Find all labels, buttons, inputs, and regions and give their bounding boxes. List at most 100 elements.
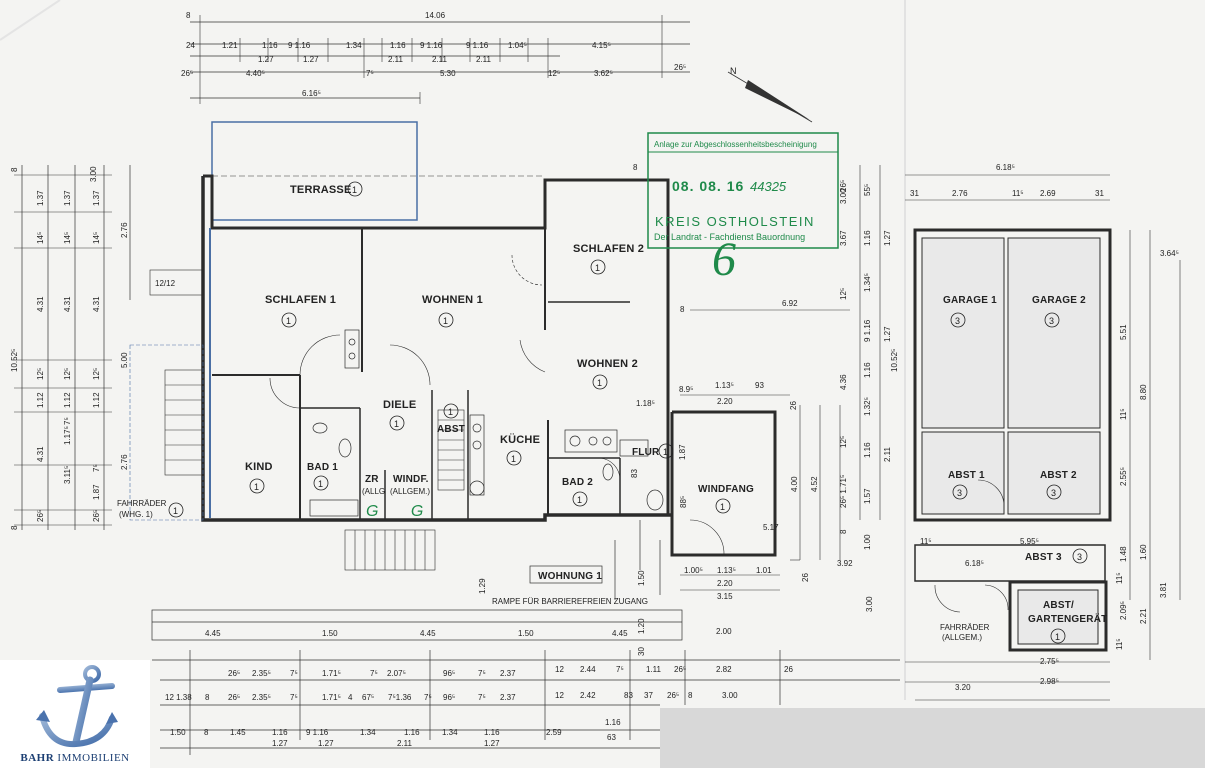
dim-text: 7⁵ — [290, 693, 298, 702]
dim-text: 2.76 — [120, 454, 129, 470]
dim-text: 1.50 — [518, 629, 534, 638]
dim-text: 7⁵ — [63, 417, 72, 425]
dim-text: 83 — [624, 691, 633, 700]
room-no-circle — [249, 478, 265, 494]
dim-text: 4 — [348, 693, 353, 702]
abst2-name: ABST 2 — [1040, 470, 1077, 481]
dim-text: 37 — [644, 691, 653, 700]
room-no-circle — [389, 415, 405, 431]
stamp-date: 08. 08. 16 — [672, 178, 744, 194]
dim-text: 83 — [630, 469, 639, 478]
dim-text: 1.18⁵ — [636, 399, 655, 408]
dim-text: 2.42 — [580, 691, 596, 700]
room-labels: TERRASSE 1 SCHLAFEN 1 1 WOHNEN 1 1 SCHLA… — [117, 181, 1107, 644]
left-dimensions: 3.00 1.37 1.37 1.37 14⁵ 14⁵ 14⁵ 2.76 4.3… — [10, 166, 129, 530]
dim-text: 2.37 — [500, 693, 516, 702]
room-no-circle — [1044, 312, 1060, 328]
dim-text: 4.45 — [205, 629, 221, 638]
dim-text: 3.92 — [837, 559, 853, 568]
dim-text: 5.30 — [440, 69, 456, 78]
dim-text: 14.06 — [425, 11, 446, 20]
dim-text: 1.87 — [678, 444, 687, 460]
dim-text: 1.16 — [390, 41, 406, 50]
dim-text: 8.80 — [1139, 384, 1148, 400]
ramp-and-bottom-lines — [151, 520, 900, 755]
dim-text: 4.31 — [63, 296, 72, 312]
logo-text: BAHR IMMOBILIEN — [0, 752, 150, 764]
dim-text: 26⁵ — [228, 693, 240, 702]
dim-text: 1.16 — [863, 442, 872, 458]
dim-text: 2.11 — [397, 739, 413, 748]
dim-text: 1.16 — [863, 362, 872, 378]
dim-text: 26 — [801, 573, 810, 582]
dim-text: 1.27 — [258, 55, 274, 64]
north-label: N — [730, 66, 737, 76]
dim-text: 14⁵ — [92, 232, 101, 244]
abst3-name: ABST 3 — [1025, 552, 1062, 563]
dim-text: 3.11⁵ — [63, 466, 72, 484]
handwritten-marks: G G — [366, 503, 437, 520]
dim-text: 2.21 — [1139, 608, 1148, 624]
windfang-no: 1 — [720, 502, 725, 512]
dim-text: 8 — [186, 11, 191, 20]
dim-text: 5.51 — [1119, 324, 1128, 340]
bad2-name: BAD 2 — [562, 477, 593, 488]
dim-text: 67⁵ — [362, 693, 374, 702]
room-no-circle — [168, 502, 184, 518]
diele-no: 1 — [394, 419, 399, 429]
dim-text: 8 — [839, 529, 848, 534]
dim-text: 1.34⁵ — [863, 273, 872, 292]
room-no-circle — [950, 312, 966, 328]
dim-text: 1.16 — [863, 230, 872, 246]
dim-text: 7⁵ — [478, 669, 486, 678]
dim-text: 26⁵ — [228, 669, 240, 678]
zr-name: ZR — [365, 474, 379, 485]
paper-curl — [0, 0, 61, 41]
dim-text: 7⁵ — [424, 693, 432, 702]
dim-text: 8 — [688, 691, 693, 700]
bottom-dimensions: 4.45 1.50 4.45 1.50 4.45 26⁵ 2.35⁵ 7⁵ 1.… — [165, 629, 793, 748]
dim-text: 1.45 — [230, 728, 246, 737]
dim-text: 63 — [607, 733, 616, 742]
dim-text: 14⁵ — [36, 232, 45, 244]
dim-text: 5.00 — [120, 352, 129, 368]
dim-text: 1.34 — [442, 728, 458, 737]
garage1-name: GARAGE 1 — [943, 295, 997, 306]
dim-text: 1.16 — [404, 728, 420, 737]
room-no-circle — [592, 374, 608, 390]
dim-text: 2.11 — [476, 55, 492, 64]
dim-text: 1.50 — [637, 570, 646, 586]
dim-text: 8 — [10, 167, 19, 172]
dim-text: 31 — [910, 189, 919, 198]
wohnung-label: WOHNUNG 1 — [538, 571, 602, 582]
schlafen1-no: 1 — [286, 316, 291, 326]
wohnung-right-dimensions: 8 6.92 8 8.9⁵ 1.13⁵ 93 1.18⁵ 2.20 26 83 … — [478, 163, 853, 656]
dim-text: 8 — [10, 525, 19, 530]
garage-dimensions: 6.18⁵ 31 2.76 11⁵ 2.69 31 3.64⁵ 3.00 55⁵… — [839, 163, 1179, 692]
gartengeraet-sub: GARTENGERÄT — [1028, 612, 1107, 625]
anchor-icon — [36, 665, 118, 748]
dim-text: 2.35⁵ — [252, 669, 271, 678]
dim-text: 1.27 — [303, 55, 319, 64]
dim-text: 2.82 — [716, 665, 732, 674]
dim-text: 9 1.16 — [863, 319, 872, 342]
dim-text: 1.27 — [484, 739, 500, 748]
dim-text: 8 — [633, 163, 638, 172]
room-no-circle — [658, 443, 674, 459]
dim-text: 4.36 — [839, 374, 848, 390]
dim-text: 12 — [555, 691, 564, 700]
wohnen1-no: 1 — [443, 316, 448, 326]
dim-text: 1.37 — [92, 190, 101, 206]
dim-text: 26 — [784, 665, 793, 674]
stair-label: 12/12 — [155, 279, 176, 288]
room-no-circle — [506, 450, 522, 466]
dim-text: 1.71⁵ — [322, 669, 341, 678]
dim-text: 1.60 — [1139, 544, 1148, 560]
room-no-circle — [281, 312, 297, 328]
dim-text: 10.52⁵ — [10, 349, 19, 372]
dim-text: 1.16 — [484, 728, 500, 737]
kind-name: KIND — [245, 461, 273, 473]
dim-text: 6.16⁵ — [302, 89, 321, 98]
dim-text: 26⁵ — [674, 665, 686, 674]
